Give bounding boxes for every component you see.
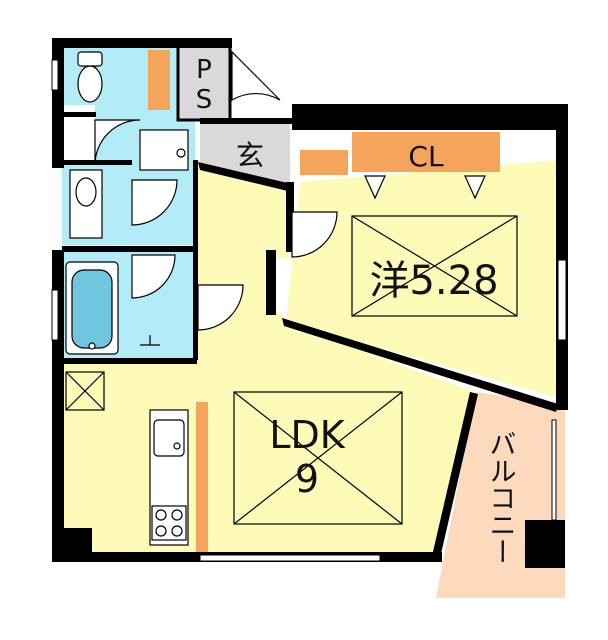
window-room-right xyxy=(557,259,567,341)
wall-washroom-top xyxy=(62,160,132,165)
outer-wall-left-ldk xyxy=(52,360,64,560)
wall-room-ldk-diagonal xyxy=(282,318,558,412)
gas-stove-icon xyxy=(151,505,187,541)
window-toilet-left xyxy=(51,59,59,91)
storage-niche-mark xyxy=(65,371,105,411)
outer-wall-left-top xyxy=(52,38,64,168)
window-balcony-side xyxy=(551,419,557,521)
wall-toilet-bottom xyxy=(62,112,96,117)
window-ldk-bottom xyxy=(199,554,381,562)
balcony-column xyxy=(525,520,565,568)
closet-box xyxy=(352,132,500,172)
door-closet-left xyxy=(364,175,386,200)
wall-wet-right xyxy=(193,160,198,360)
hall-floor xyxy=(195,165,290,258)
ps-label-bottom: S xyxy=(196,85,213,115)
bathtub-icon xyxy=(65,261,160,355)
wall-room-left xyxy=(286,182,294,252)
toilet-icon xyxy=(77,51,103,103)
ceiling-marks xyxy=(65,215,518,525)
balcony-label: バルコニー xyxy=(485,430,516,565)
washing-machine-pan-icon xyxy=(139,129,189,171)
western-room-ceiling-mark xyxy=(351,215,518,317)
outer-wall-top xyxy=(52,38,232,48)
door-swings xyxy=(94,50,486,331)
wall-balcony-left xyxy=(432,392,478,558)
door-entrance xyxy=(231,50,281,102)
door-toilet xyxy=(94,119,141,166)
window-bath-left xyxy=(51,289,59,341)
ldk-title: LDK xyxy=(269,413,345,457)
door-room xyxy=(291,211,338,258)
ldk-size: 9 xyxy=(295,457,319,501)
outer-wall-right xyxy=(556,104,568,410)
wall-top-right-block xyxy=(292,104,560,130)
wall-hall-ldk xyxy=(266,250,276,315)
entrance-label: 玄 xyxy=(236,139,264,172)
door-washroom xyxy=(131,179,178,226)
ldk-ceiling-mark xyxy=(233,391,403,525)
walls xyxy=(52,38,568,568)
closet-label: CL xyxy=(408,140,444,173)
windows xyxy=(51,59,567,562)
door-closet-right xyxy=(464,175,486,200)
storage-accents xyxy=(148,50,500,552)
entrance-floor xyxy=(200,122,290,188)
door-bath xyxy=(131,254,176,299)
shoe-cabinet xyxy=(300,150,348,175)
door-ldk xyxy=(197,284,244,331)
toilet-shelf xyxy=(148,50,170,110)
western-room-label: 洋5.28 xyxy=(369,258,498,304)
wall-bath-top xyxy=(62,246,195,252)
wall-bath-ldk xyxy=(62,358,197,364)
wall-entrance-top xyxy=(200,118,295,124)
western-room-floor xyxy=(286,160,560,398)
ps-label-top: P xyxy=(196,55,212,85)
washbasin-icon xyxy=(69,169,103,239)
wall-entrance-diagonal xyxy=(198,162,292,192)
kitchen-counter-strip xyxy=(196,402,208,552)
